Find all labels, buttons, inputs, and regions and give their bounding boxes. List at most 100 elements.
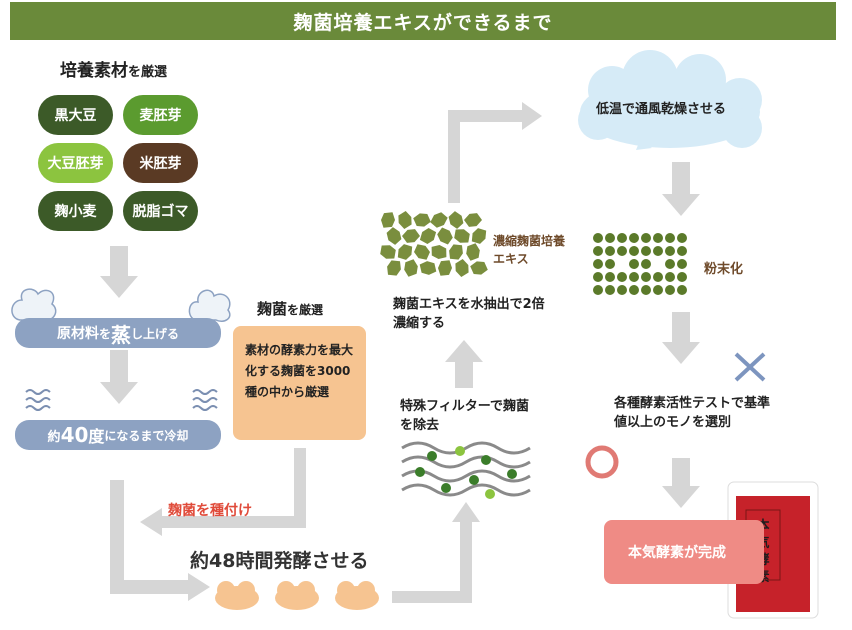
arrow-up <box>455 360 473 388</box>
powder-dot <box>653 285 663 295</box>
arrow-down <box>672 312 690 342</box>
powder-label: 粉末化 <box>704 262 744 277</box>
grain <box>470 261 488 275</box>
grain <box>455 259 469 277</box>
powder-dot <box>653 233 663 243</box>
arrow-down <box>672 458 690 486</box>
arrow-left-head <box>140 508 162 536</box>
ingredient-pill: 黒大豆 <box>38 95 113 135</box>
grain <box>381 212 395 228</box>
dry-cloud-icon <box>578 50 762 150</box>
arrow-down-head <box>662 342 700 364</box>
koji-cloud-icon <box>215 581 379 610</box>
powder-dot <box>605 233 615 243</box>
grain <box>438 260 452 276</box>
inoculate-label: 麹菌を種付け <box>168 503 252 519</box>
concentrate-label: 濃縮麹菌培養エキス <box>493 234 566 266</box>
powder-dot <box>665 272 675 282</box>
header-banner: 麹菌培養エキスができるまで <box>10 2 836 40</box>
ferment-label: 約48時間発酵させる <box>190 550 369 572</box>
powder-dot <box>593 285 603 295</box>
powder-dot <box>677 272 687 282</box>
grain <box>387 260 401 276</box>
grain <box>380 245 396 259</box>
x-mark-icon <box>734 352 766 382</box>
powder-dot <box>677 233 687 243</box>
steam-cloud-icon <box>11 288 231 322</box>
grain <box>454 229 470 243</box>
test-label: 各種酵素活性テストで基準値以上のモノを選別 <box>614 396 771 430</box>
powder-dot <box>617 233 627 243</box>
powder-dot <box>617 272 627 282</box>
arrow-line <box>448 110 526 122</box>
powder-dot <box>605 246 615 256</box>
arrow-down <box>110 246 128 276</box>
powder-dot <box>593 246 603 256</box>
grain <box>413 213 431 227</box>
grain-cluster-icon <box>380 211 488 277</box>
powder-dot <box>665 285 675 295</box>
extract-label: 麹菌エキスを水抽出で2倍濃縮する <box>393 297 545 331</box>
ingredient-pill: 大豆胚芽 <box>38 143 113 183</box>
grain <box>449 244 463 260</box>
arrow-up-head <box>452 502 480 522</box>
powder-dot <box>677 285 687 295</box>
grain <box>414 244 430 260</box>
koji-select-title: 麹菌を厳選 <box>257 300 324 318</box>
ingredient-pill: 米胚芽 <box>123 143 198 183</box>
arrow-line <box>460 520 472 603</box>
powder-dot <box>641 285 651 295</box>
arrow-line <box>110 580 190 594</box>
arrow-down <box>672 162 690 194</box>
powder-dot <box>617 285 627 295</box>
grain <box>386 227 402 245</box>
arrow-line <box>110 480 124 592</box>
powder-dot <box>665 233 675 243</box>
ingredients-title: 培養素材を厳選 <box>60 61 168 81</box>
arrow-right-head <box>522 102 542 130</box>
powder-dot <box>629 259 639 269</box>
powder-dot <box>629 272 639 282</box>
arrow-right-head <box>188 573 210 601</box>
grain <box>404 259 418 277</box>
flow-arrows <box>100 102 700 603</box>
grain <box>466 243 480 261</box>
powder-dot <box>605 259 615 269</box>
koji-dots <box>415 446 517 499</box>
ingredient-pill: 麹小麦 <box>38 191 113 231</box>
filter-label: 特殊フィルターで麹菌を除去 <box>400 399 529 433</box>
powder-dot <box>677 259 687 269</box>
ingredient-pill: 脱脂ゴマ <box>123 191 198 231</box>
grain <box>471 228 487 244</box>
powder-dot <box>605 272 615 282</box>
powder-dot <box>641 246 651 256</box>
steam-step-box: 原材料を蒸し上げる <box>15 318 221 348</box>
koji-select-box: 素材の酵素力を最大化する麹菌を3000種の中から厳選 <box>233 326 366 440</box>
grain <box>402 229 420 243</box>
powder-dot <box>605 285 615 295</box>
powder-dot <box>641 233 651 243</box>
powder-dot <box>617 246 627 256</box>
arrow-up-head <box>445 340 483 362</box>
powder-dot <box>641 272 651 282</box>
wave-icon <box>25 389 218 411</box>
arrow-line <box>160 516 306 528</box>
grain <box>397 244 413 260</box>
powder-dot <box>653 272 663 282</box>
powder-dot <box>593 259 603 269</box>
arrow-down <box>110 350 128 382</box>
grain <box>419 261 437 275</box>
grain <box>448 211 464 229</box>
arrow-line <box>294 448 306 528</box>
grain <box>437 227 453 245</box>
powder-dot <box>629 285 639 295</box>
o-mark-icon <box>585 445 619 479</box>
product-package-icon: 本 気 酵 素 <box>727 481 819 619</box>
grain <box>464 213 482 227</box>
arrow-down-head <box>100 382 138 404</box>
grain <box>431 245 447 259</box>
page-title: 麹菌培養エキスができるまで <box>293 11 553 34</box>
powder-dot <box>593 233 603 243</box>
